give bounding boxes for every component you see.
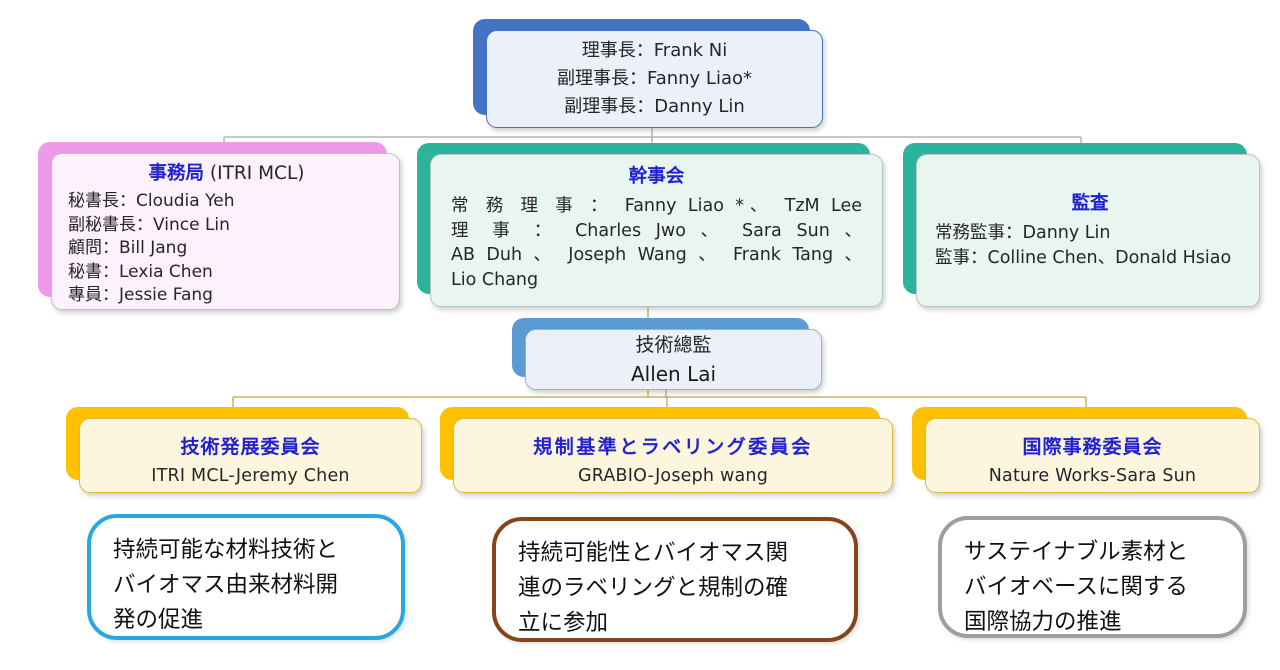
description-line: バイオマス由来材料開 <box>113 572 339 598</box>
member-line: 秘書：Lexia Chen <box>68 261 213 282</box>
council-title: 幹事会 <box>628 166 685 187</box>
chairman-box: 理事長：Frank Ni 副理事長：Fanny Liao* 副理事長：Danny… <box>473 19 823 128</box>
description-line: 国際協力の推進 <box>964 609 1122 635</box>
connector-techdir-committees <box>232 388 1087 409</box>
council-box: 幹事会 常 務 理 事 ： Fanny Liao *、 TzM Lee 理 事 … <box>417 143 883 307</box>
committee-regulation-title: 規制基準とラベリング委員会 <box>533 436 813 458</box>
secretariat-title: 事務局 (ITRI MCL) <box>68 161 385 187</box>
secretariat-title-cjk: 事務局 <box>148 163 205 184</box>
tech-director-title: 技術總監 <box>635 333 712 356</box>
member-line: Lio Chang <box>451 269 539 290</box>
tech-director-box: 技術總監 Allen Lai <box>512 318 822 390</box>
member-line: 秘書長：Cloudia Yeh <box>68 191 235 211</box>
audit-box-front: 監査 常務監事：Danny Lin 監事：Colline Chen、Donald… <box>916 154 1260 307</box>
vice-chairman-line: 副理事長：Fanny Liao* <box>557 68 752 89</box>
description-line: 持続可能な材料技術と <box>113 537 339 563</box>
member-line: 副秘書長：Vince Lin <box>68 214 230 235</box>
connector-chairman-tree <box>223 125 1082 145</box>
committee-international-chair: Nature Works-Sara Sun <box>988 466 1197 486</box>
member-line: 理 事 ： Charles Jwo 、 Sara Sun 、 <box>451 220 862 241</box>
description-regulation-bubble: 持続可能性とバイオマス関 連のラベリングと規制の確 立に参加 <box>492 517 858 642</box>
audit-title: 監査 <box>1071 193 1109 214</box>
description-line: 立に参加 <box>518 610 609 636</box>
description-tech-bubble: 持続可能な材料技術と バイオマス由来材料開 発の促進 <box>87 514 405 640</box>
member-line: 顧問：Bill Jang <box>68 238 188 258</box>
description-line: 連のラベリングと規制の確 <box>518 575 789 601</box>
secretariat-box: 事務局 (ITRI MCL) 秘書長：Cloudia Yeh 副秘書長：Vinc… <box>38 142 400 310</box>
committee-regulation-box: 規制基準とラベリング委員会 GRABIO-Joseph wang <box>440 407 893 493</box>
description-international-bubble: サステイナブル素材と バイオベースに関する 国際協力の推進 <box>938 516 1247 638</box>
secretariat-title-suffix: (ITRI MCL) <box>204 163 305 184</box>
chairman-box-front: 理事長：Frank Ni 副理事長：Fanny Liao* 副理事長：Danny… <box>486 30 823 128</box>
council-members: 常 務 理 事 ： Fanny Liao *、 TzM Lee 理 事 ： Ch… <box>451 194 862 292</box>
tech-director-name: Allen Lai <box>630 361 717 386</box>
member-line: AB Duh 、 Joseph Wang 、 Frank Tang 、 <box>451 245 862 265</box>
committee-tech-box: 技術発展委員会 ITRI MCL-Jeremy Chen <box>66 407 422 493</box>
secretariat-members: 秘書長：Cloudia Yeh 副秘書長：Vince Lin 顧問：Bill J… <box>68 190 385 308</box>
description-line: 持続可能性とバイオマス関 <box>518 540 789 566</box>
member-line: 專員：Jessie Fang <box>68 285 213 305</box>
audit-box: 監査 常務監事：Danny Lin 監事：Colline Chen、Donald… <box>903 143 1260 307</box>
member-line: 常 務 理 事 ： Fanny Liao *、 TzM Lee <box>451 196 862 216</box>
council-box-front: 幹事会 常 務 理 事 ： Fanny Liao *、 TzM Lee 理 事 … <box>430 154 883 307</box>
audit-members: 常務監事：Danny Lin 監事：Colline Chen、Donald Hs… <box>935 221 1245 271</box>
chairman-line: 理事長：Frank Ni <box>581 40 728 61</box>
committee-international-title: 国際事務委員会 <box>1022 436 1163 458</box>
description-line: サステイナブル素材と <box>964 539 1189 565</box>
committee-tech-box-front: 技術発展委員会 ITRI MCL-Jeremy Chen <box>79 418 422 493</box>
description-line: バイオベースに関する <box>964 574 1188 600</box>
committee-regulation-chair: GRABIO-Joseph wang <box>577 466 769 486</box>
description-line: 発の促進 <box>113 607 204 633</box>
tech-director-box-front: 技術總監 Allen Lai <box>525 329 822 390</box>
secretariat-box-front: 事務局 (ITRI MCL) 秘書長：Cloudia Yeh 副秘書長：Vinc… <box>51 153 400 310</box>
member-line: 常務監事：Danny Lin <box>935 223 1111 243</box>
committee-international-box-front: 国際事務委員会 Nature Works-Sara Sun <box>925 418 1260 493</box>
committee-tech-chair: ITRI MCL-Jeremy Chen <box>151 466 350 486</box>
committee-tech-title: 技術発展委員会 <box>180 436 321 458</box>
vice-chairman-line: 副理事長：Danny Lin <box>564 96 745 117</box>
committee-international-box: 国際事務委員会 Nature Works-Sara Sun <box>912 407 1260 493</box>
member-line: 監事：Colline Chen、Donald Hsiao <box>935 248 1232 268</box>
committee-regulation-box-front: 規制基準とラベリング委員会 GRABIO-Joseph wang <box>453 418 893 493</box>
